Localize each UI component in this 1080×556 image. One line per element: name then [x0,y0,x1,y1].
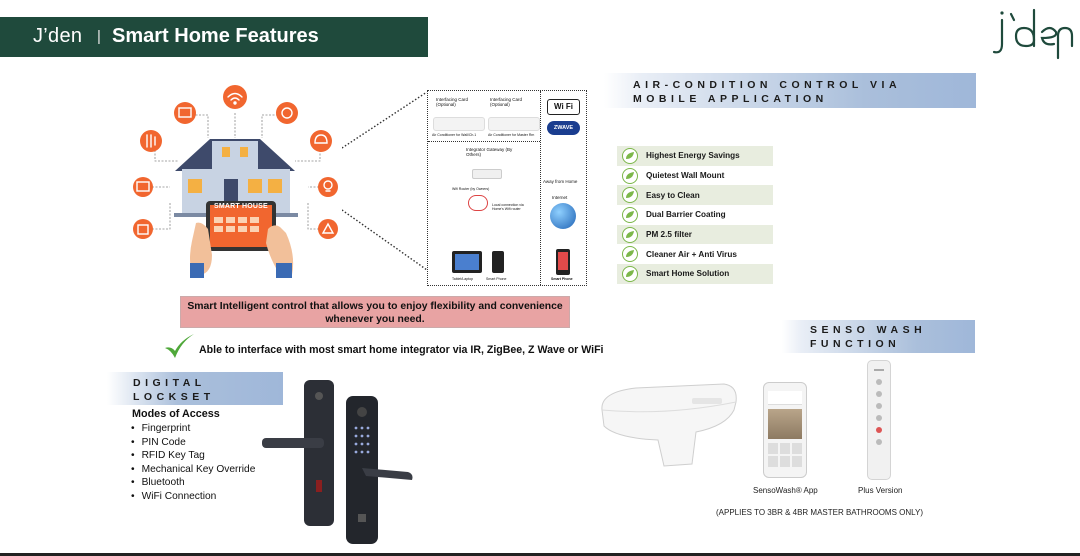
toilet-image [601,383,737,467]
feature-label: Easy to Clean [646,190,700,200]
diagram-router-label: Wifi Router (by Owners) [452,187,490,191]
list-item: Smart Home Solution [617,264,773,284]
plus-version-remote [867,360,891,480]
smart-control-callout: Smart Intelligent control that allows yo… [180,296,570,328]
title-bar: J’den | Smart Home Features [0,17,428,57]
diagram-ac2-label: Air Conditioner for Master Rm [488,133,535,137]
gateway-device [472,169,502,179]
list-item: Bluetooth [131,476,255,490]
list-item: Easy to Clean [617,185,773,206]
router-device [468,195,488,211]
list-item: Cleaner Air + Anti Virus [617,244,773,265]
aircon-banner: AIR-CONDITION CONTROL VIA MOBILE APPLICA… [604,73,976,108]
smartphone-device [492,251,504,273]
diagram-phone2-label: Smart Phone [551,277,573,281]
zwave-badge: ZWAVE [547,121,580,135]
page-title: Smart Home Features [112,25,319,47]
senso-banner-text: SENSO WASH FUNCTION [810,324,927,350]
leaf-icon [622,187,638,204]
leaf-icon [622,265,638,282]
diagram-vdivider [540,91,541,285]
leaf-icon [622,147,638,164]
list-item: PIN Code [131,436,255,450]
diagram-gateway-label: Integrator Gateway (By Others) [466,147,513,157]
modes-list: Fingerprint PIN Code RFID Key Tag Mechan… [131,422,256,504]
smartphone-device-away [556,249,570,275]
lockset-banner-text: DIGITAL LOCKSET [133,377,215,403]
network-diagram: Interfacing Card (Optional) Interfacing … [427,90,587,286]
list-item: Mechanical Key Override [131,463,256,477]
digital-lockset-banner: DIGITAL LOCKSET [107,372,283,405]
leaf-icon [622,246,638,263]
applies-note: (APPLIES TO 3BR & 4BR MASTER BATHROOMS O… [716,508,924,517]
feature-label: Cleaner Air + Anti Virus [646,249,737,259]
interface-statement: Able to interface with most smart home i… [163,332,604,360]
feature-label: Dual Barrier Coating [646,210,726,220]
aircon-unit-2 [488,117,540,131]
diagram-tablet-label: Tablet/Laptop [452,277,474,281]
list-item: Highest Energy Savings [617,146,773,166]
list-item: Fingerprint [131,422,255,436]
title-separator: | [97,28,101,45]
list-item: Dual Barrier Coating [617,205,773,225]
plus-version-caption: Plus Version [858,486,903,495]
list-item: Quietest Wall Mount [617,165,773,186]
senso-wash-banner: SENSO WASH FUNCTION [782,320,975,353]
connector-lines [342,92,428,270]
interface-text: Able to interface with most smart home i… [199,344,604,356]
checkmark-icon [165,334,194,358]
sensowash-app-phone [763,382,807,478]
diagram-card2-label: Interfacing Card (Optional) [490,97,523,107]
tablet-device [452,251,482,273]
leaf-icon [622,167,638,184]
diagram-ac1-label: Air Conditioner for Wall/Ch.1 [432,133,477,137]
sensowash-app-caption: SensoWash® App [753,486,818,495]
modes-title: Modes of Access [132,408,220,420]
wifi-badge: Wi Fi [547,99,580,115]
diagram-card1-label: Interfacing Card (Optional) [436,97,469,107]
aircon-banner-text: AIR-CONDITION CONTROL VIA MOBILE APPLICA… [633,79,901,105]
brand-name: J’den [33,25,83,47]
list-item: RFID Key Tag [131,449,255,463]
aircon-feature-list: Highest Energy Savings Quietest Wall Mou… [617,146,773,284]
feature-label: Smart Home Solution [646,269,730,279]
digital-lock-image [262,380,413,544]
diagram-phone-label: Smart Phone [486,277,507,281]
jden-logo-icon [992,8,1074,60]
aircon-unit-1 [433,117,485,131]
tablet-label: SMART HOUSE [214,203,268,210]
feature-label: Quietest Wall Mount [646,171,725,181]
list-item: WiFi Connection [131,490,255,504]
diagram-local-label: Local connection via Home's Wifi router [492,203,524,211]
diagram-divider [428,141,540,142]
smart-house-illustration [133,85,338,278]
diagram-away-label: Away from Home [543,179,578,184]
leaf-icon [622,206,638,223]
bottom-rule [0,553,1080,556]
globe-icon [550,203,576,229]
diagram-internet-label: Internet [552,195,568,200]
feature-label: Highest Energy Savings [646,151,740,161]
list-item: PM 2.5 filter [617,224,773,245]
feature-label: PM 2.5 filter [646,230,692,240]
leaf-icon [622,226,638,243]
